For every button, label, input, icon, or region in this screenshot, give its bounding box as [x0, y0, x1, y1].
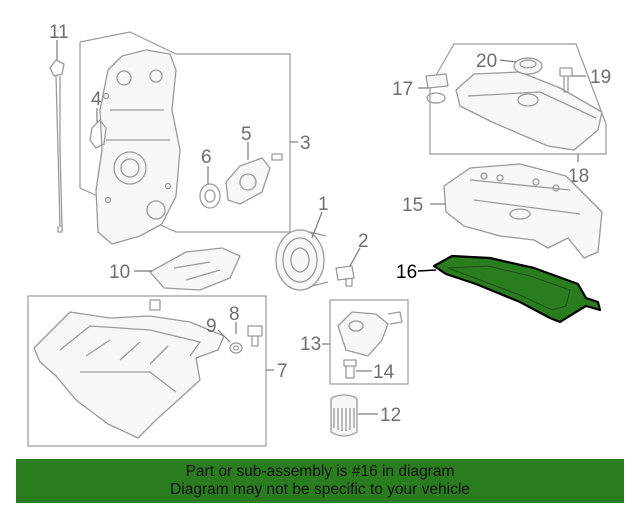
- box-18: [429, 43, 607, 155]
- label-8: 8: [229, 304, 240, 325]
- part-2-bolt[interactable]: [335, 265, 355, 287]
- label-19: 19: [590, 67, 611, 88]
- part-15-valve-cover[interactable]: [443, 163, 603, 259]
- label-16: 16: [396, 262, 417, 283]
- label-13: 13: [300, 334, 321, 355]
- parts-diagram: 11 3 4 6 5 1: [27, 22, 611, 447]
- label-10: 10: [109, 262, 130, 283]
- label-7: 7: [277, 361, 288, 382]
- part-11-dipstick[interactable]: [49, 59, 65, 233]
- part-timing-cover[interactable]: [95, 49, 181, 245]
- part-16-gasket[interactable]: [432, 254, 602, 324]
- banner-line-2: Diagram may not be specific to your vehi…: [170, 481, 470, 498]
- part-8-drain-bolt[interactable]: [247, 325, 263, 347]
- leader-1: [311, 211, 323, 239]
- leader-16: [417, 269, 437, 272]
- label-18: 18: [568, 166, 589, 187]
- part-engine-cover[interactable]: [455, 71, 603, 151]
- label-1: 1: [318, 194, 329, 215]
- label-2: 2: [358, 231, 369, 252]
- part-10-baffle[interactable]: [149, 247, 241, 291]
- part-5-tensioner[interactable]: [225, 153, 283, 205]
- box-13: [329, 299, 409, 385]
- label-5: 5: [241, 124, 252, 145]
- label-17: 17: [392, 79, 413, 100]
- label-3: 3: [300, 133, 311, 154]
- part-1-pulley[interactable]: [275, 229, 329, 291]
- part-20-cap[interactable]: [513, 57, 543, 75]
- label-12: 12: [380, 405, 401, 426]
- part-17-filler-cap[interactable]: [425, 73, 449, 104]
- part-12-oil-filter[interactable]: [330, 394, 358, 437]
- label-9: 9: [206, 316, 217, 337]
- box-7: [27, 295, 267, 447]
- part-6-oil-seal[interactable]: [199, 183, 221, 209]
- label-4: 4: [91, 89, 102, 110]
- leader-2: [349, 247, 361, 267]
- part-13-housing[interactable]: [337, 311, 403, 357]
- label-6: 6: [201, 147, 212, 168]
- label-20: 20: [476, 51, 497, 72]
- label-11: 11: [49, 22, 69, 43]
- part-14-bolt[interactable]: [343, 359, 357, 379]
- leader-20: [499, 59, 517, 63]
- label-14: 14: [373, 362, 395, 383]
- label-15: 15: [402, 195, 423, 216]
- part-4-seal[interactable]: [89, 119, 107, 149]
- banner-line-1: Part or sub-assembly is #16 in diagram: [185, 463, 455, 480]
- part-oil-pan[interactable]: [33, 299, 225, 439]
- part-9-washer[interactable]: [229, 342, 243, 354]
- info-banner: Part or sub-assembly is #16 in diagram D…: [16, 459, 624, 503]
- leader-9: [217, 329, 231, 343]
